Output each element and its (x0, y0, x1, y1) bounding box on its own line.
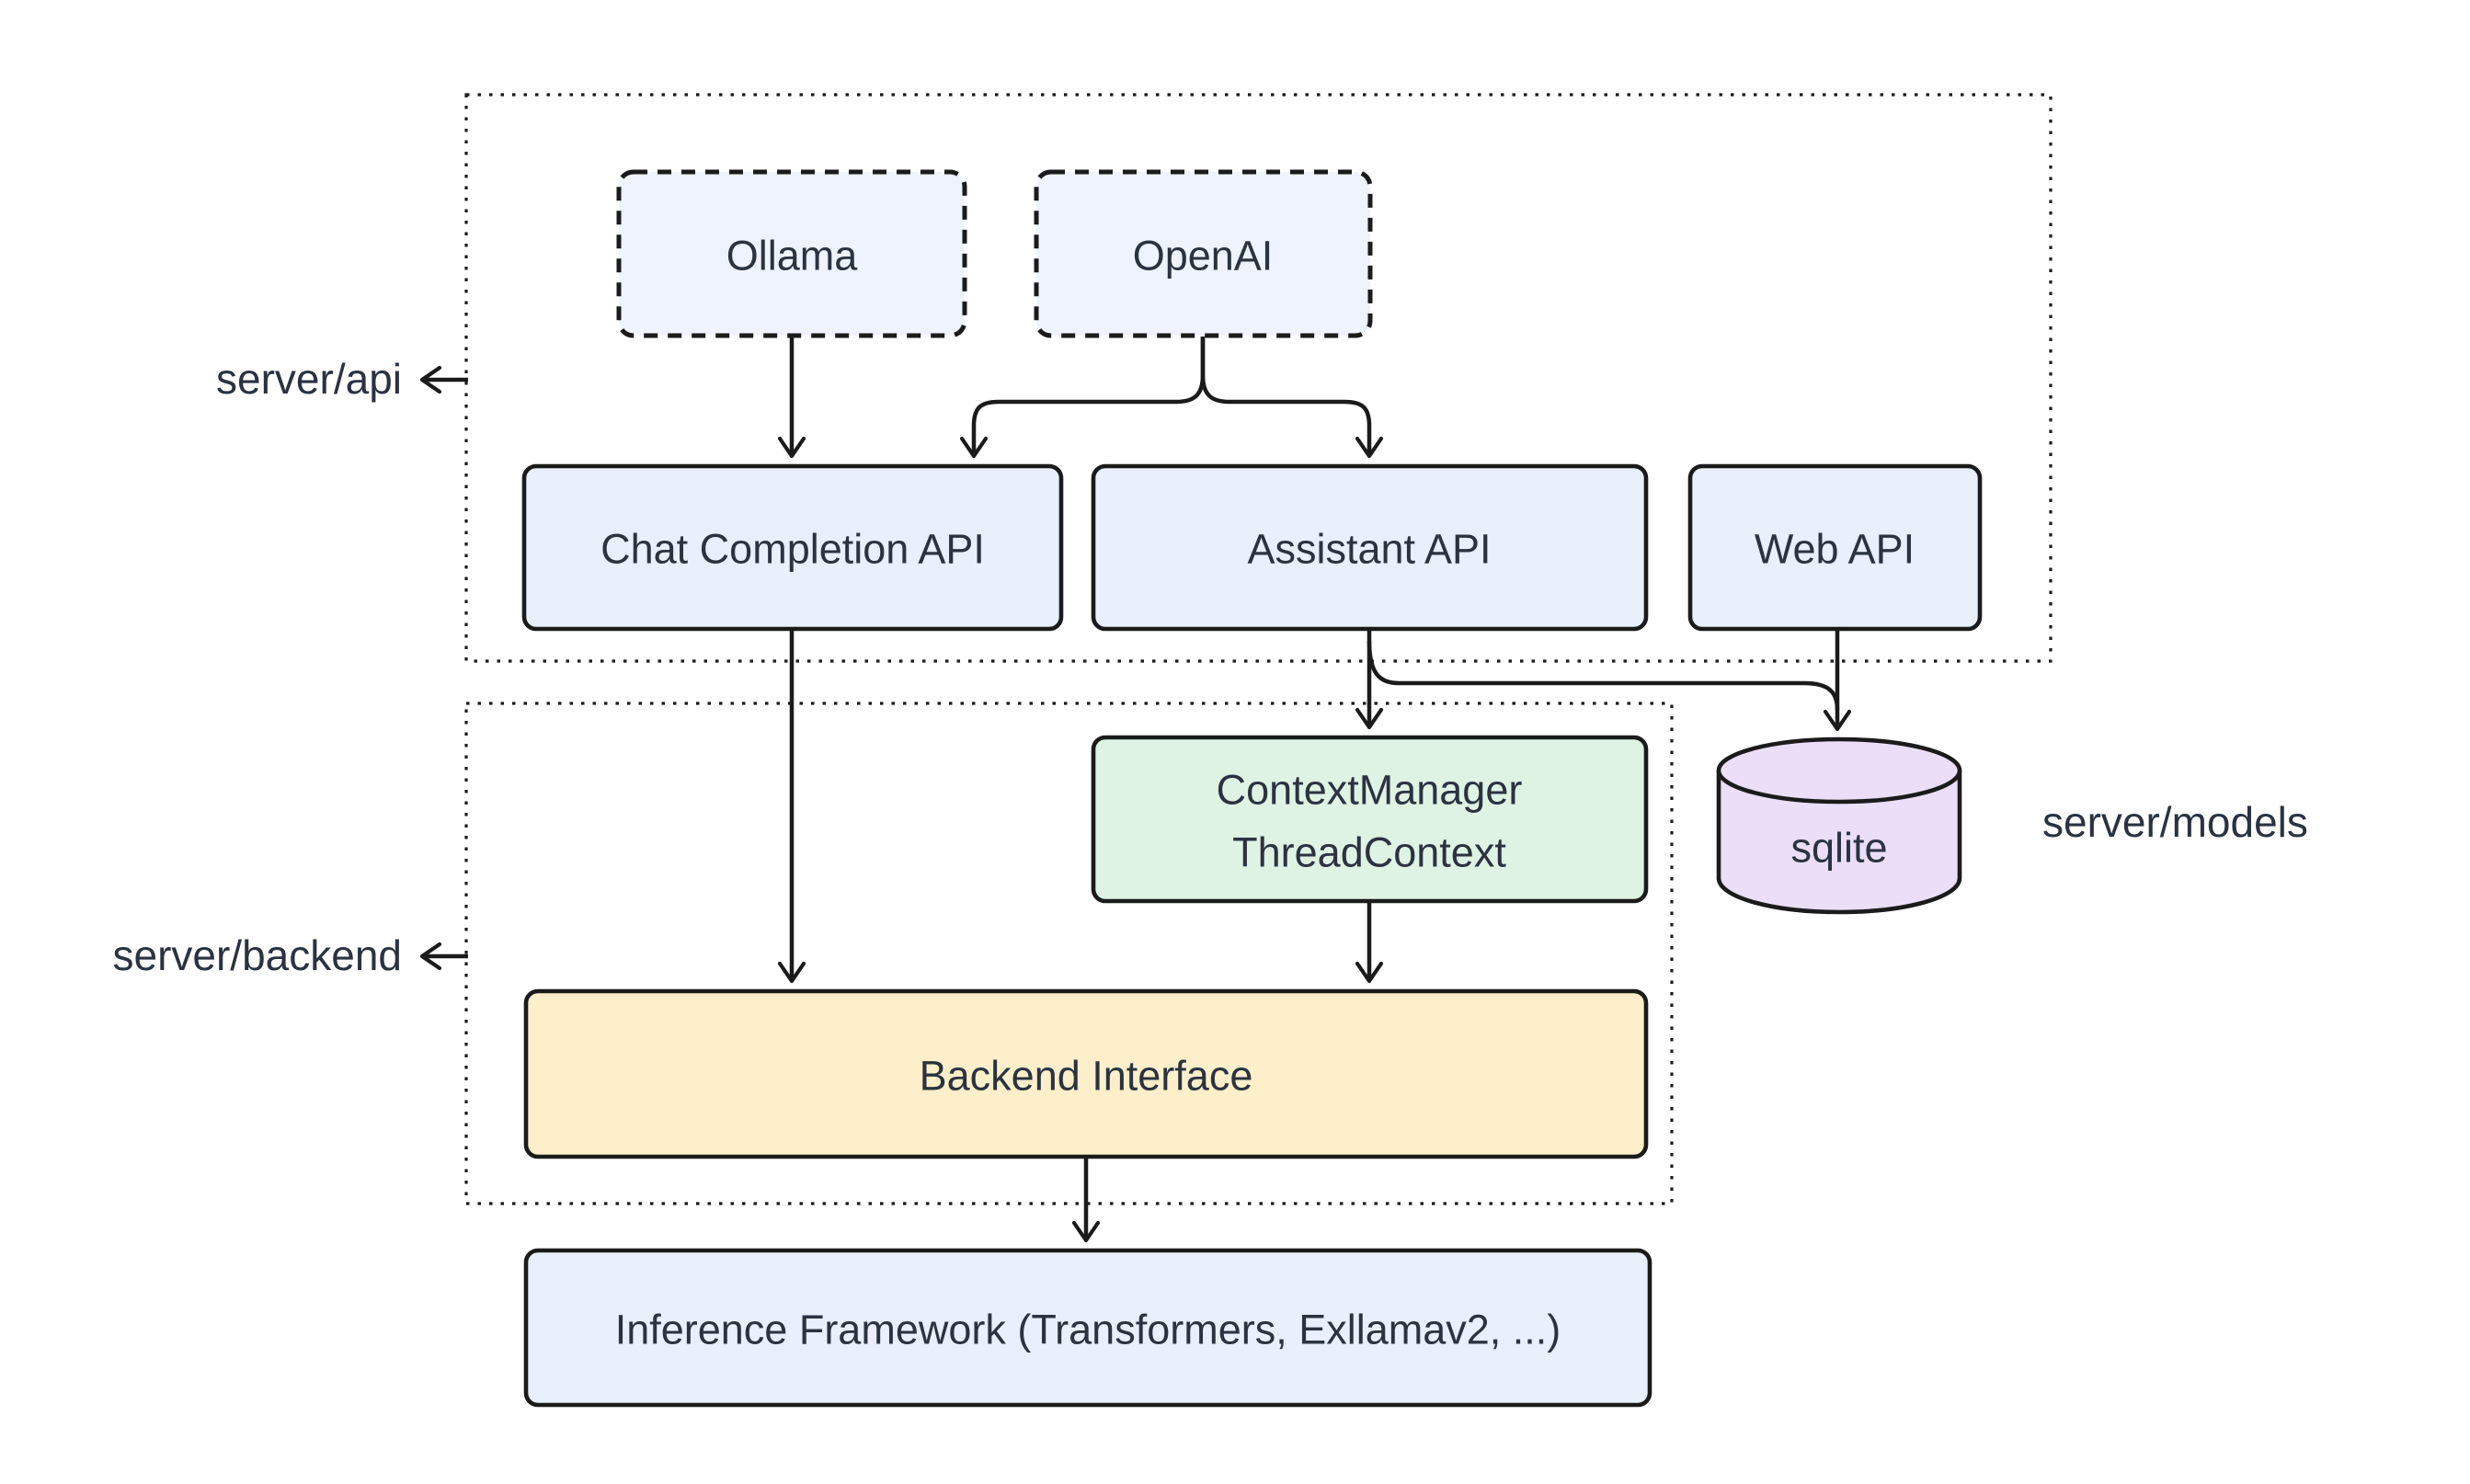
group-server-api-label: server/api (216, 355, 402, 403)
node-assistant-api (1091, 463, 1649, 632)
group-server-models-label: server/models (2042, 798, 2308, 846)
edge-openai-to-assistant (1200, 337, 1384, 459)
group-server-api (464, 93, 2053, 663)
node-sqlite-body (1716, 771, 1962, 915)
node-context-manager-label-line1: ContextManager (1217, 767, 1523, 814)
node-context-manager (1091, 735, 1649, 904)
node-web-api-label: Web API (1755, 526, 1915, 573)
node-ollama (616, 169, 967, 338)
group-server-backend (464, 702, 1674, 1205)
node-chat-completion-api-label: Chat Completion API (600, 526, 985, 573)
node-backend-interface-label: Backend Interface (920, 1053, 1253, 1100)
edge-openai-to-chat (959, 337, 1206, 459)
node-sqlite-label: sqlite (1790, 825, 1887, 872)
node-ollama-label: Ollama (726, 233, 859, 280)
node-openai (1034, 169, 1373, 338)
node-backend-interface (523, 988, 1649, 1159)
node-inference-framework-label: Inference Framework (Transformers, Exlla… (615, 1307, 1561, 1353)
node-context-manager-label-line2: ThreadContext (1232, 829, 1506, 876)
group-server-backend-label: server/backend (113, 931, 403, 979)
node-web-api (1687, 463, 1983, 632)
node-assistant-api-label: Assistant API (1247, 526, 1491, 573)
edge-assistant-to-sqlite-branch (1367, 640, 1840, 711)
node-sqlite-top (1716, 736, 1962, 805)
node-chat-completion-api (521, 463, 1064, 632)
node-openai-label: OpenAI (1133, 233, 1274, 280)
node-inference-framework (523, 1248, 1652, 1408)
